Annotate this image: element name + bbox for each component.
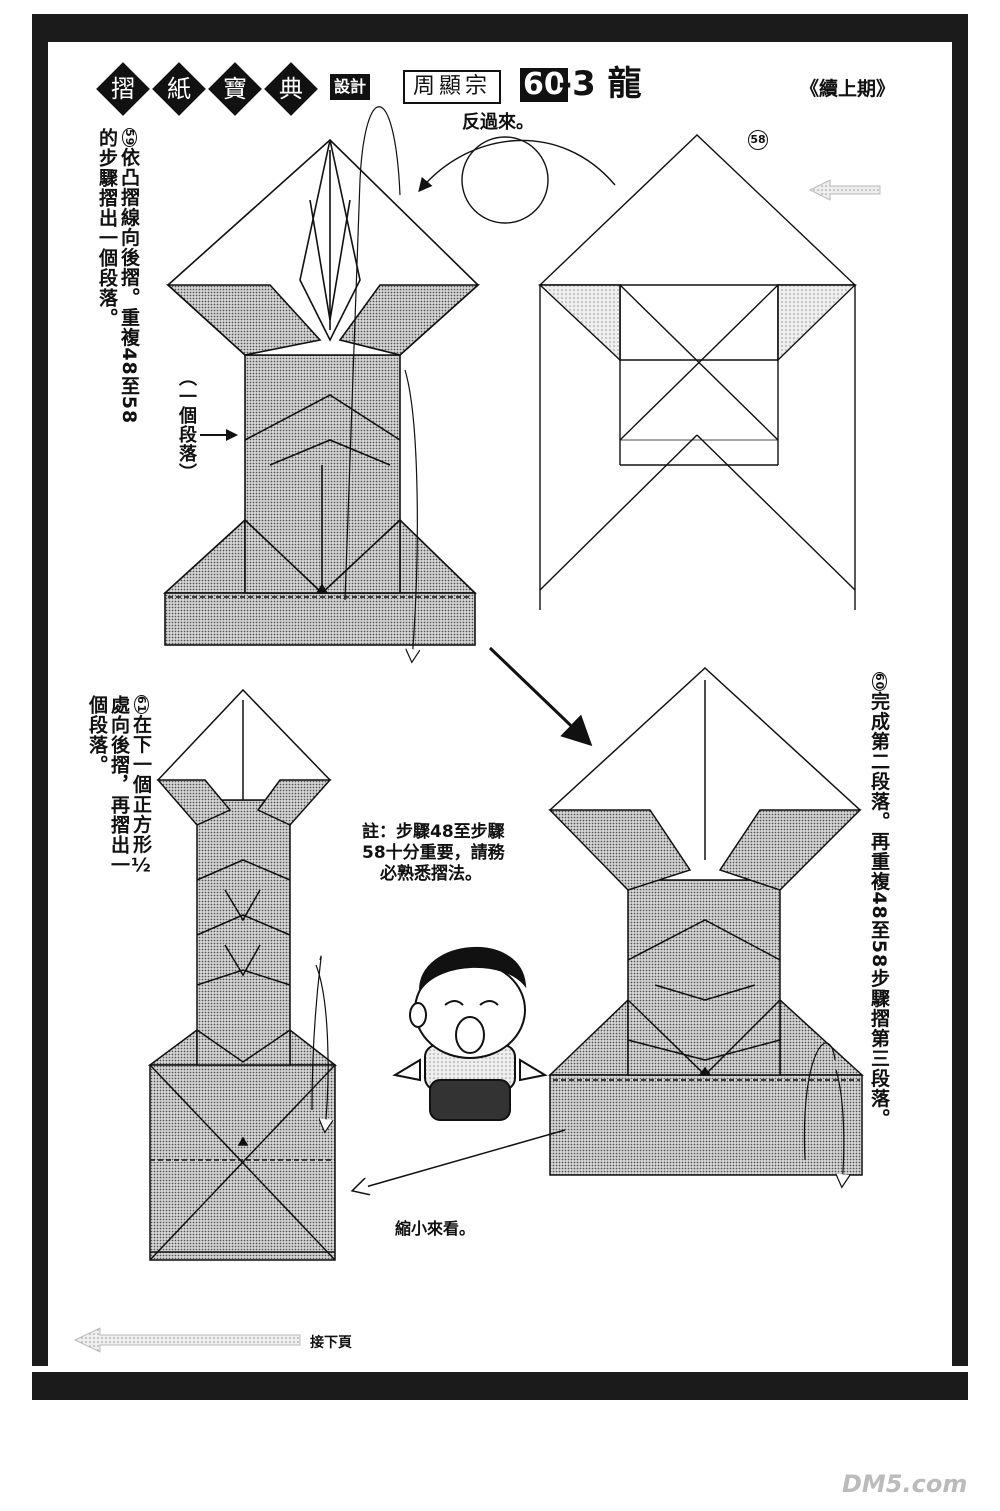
flip-symbol: [461, 136, 549, 224]
flip-arrow: [418, 139, 616, 193]
step60-instruction: 60完成第二段落。再重複48至58步驟摺第三段落。: [868, 672, 890, 1132]
step59-line1: 依凸摺線向後摺。重複: [118, 147, 140, 348]
segment-arrow-icon: [200, 429, 238, 441]
gray-arrow-icon: [808, 179, 881, 201]
continued-label: 《續上期》: [800, 78, 896, 100]
step59-diagram: [162, 138, 481, 646]
series-title-char: 紙: [152, 62, 206, 116]
step60-number: 60: [872, 672, 887, 692]
cartoon-character: [392, 946, 548, 1121]
step61-number: 61: [134, 695, 149, 715]
step58-diagram: [538, 134, 857, 610]
author-name: 周顯宗: [403, 70, 502, 104]
note-text: 註：步驟48至步驟 58十分重要，請務 必熟悉摺法。: [362, 822, 505, 885]
page-title: -3 龍: [558, 64, 642, 104]
step61-instruction: 61在下一個正方形½處向後摺，再摺出一個段落。: [86, 695, 152, 885]
next-page-arrow-icon: [73, 1327, 301, 1353]
zoom-out-arrow: [355, 1129, 566, 1190]
step59-line2: 48至58的步驟摺出一個段落。: [96, 128, 140, 425]
fold-arrow: [344, 106, 401, 601]
note-line1: 註：步驟48至步驟: [362, 822, 505, 842]
step59-number: 59: [122, 128, 137, 148]
step58-number: 58: [748, 130, 768, 150]
step59-instruction: 59依凸摺線向後摺。重複48至58的步驟摺出一個段落。: [96, 128, 140, 428]
watermark: DM5.com: [842, 1470, 968, 1498]
step60-diagram: [548, 666, 864, 1176]
issue-number: 60: [520, 68, 568, 102]
note-line3: 必熟悉摺法。: [380, 864, 482, 884]
series-title-char: 寶: [208, 62, 262, 116]
frame-bottom-bar: [32, 1372, 968, 1400]
series-title-char: 摺: [96, 62, 150, 116]
next-step-arrow: [488, 646, 593, 747]
frame-left-bar: [32, 14, 48, 1366]
frame-top-bar: [32, 14, 968, 42]
segment-label: （一個段落）: [176, 368, 197, 482]
flip-label: 反過來。: [462, 112, 534, 133]
step60-line2: 48至58步驟摺第三段落。: [868, 891, 890, 1129]
frame-right-bar: [952, 14, 968, 1366]
step61-line2: 再摺出一個段落。: [86, 695, 130, 875]
step60-line1: 完成第二段落。再重複: [868, 691, 890, 892]
zoom-out-label: 縮小來看。: [395, 1219, 476, 1238]
note-line2: 58十分重要，請務: [362, 843, 505, 863]
next-page-label: 接下頁: [310, 1335, 352, 1351]
step61-diagram: [147, 688, 338, 1261]
design-label: 設計: [330, 74, 371, 100]
series-title-char: 典: [264, 62, 318, 116]
step61-line1: 在下一個正方形½處向後摺，: [108, 695, 152, 878]
